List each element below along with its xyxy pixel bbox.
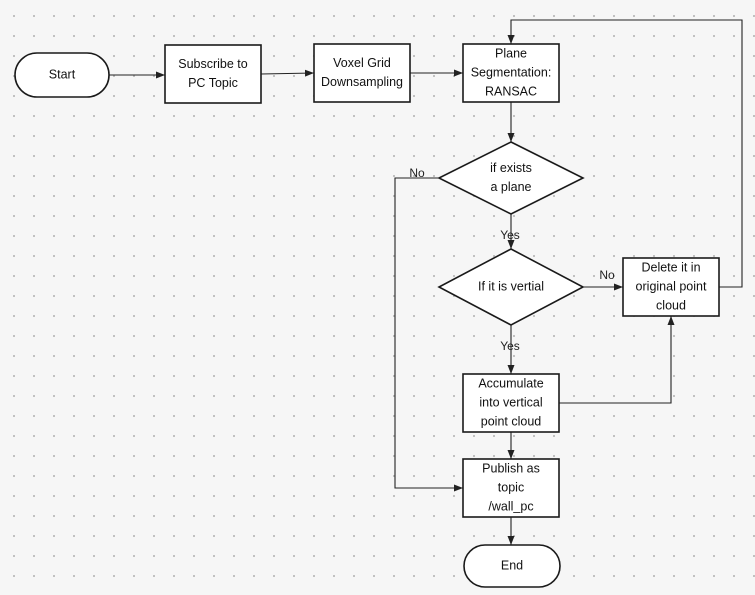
node-subscribe-label-line-2: PC Topic [188, 76, 238, 90]
edge-subscribe-to-voxel [260, 69, 315, 77]
node-plane-label-line-3: RANSAC [485, 84, 537, 98]
node-voxel-label-line-1: Voxel Grid [333, 56, 391, 70]
node-voxel-shape [313, 43, 411, 103]
node-start: Start [14, 52, 110, 98]
node-exists-shape [437, 141, 585, 215]
node-accumulate: Accumulate into vertical point cloud [462, 373, 560, 433]
node-exists-label-line-1: if exists [490, 161, 532, 175]
node-delete: Delete it in original point cloud [622, 257, 720, 317]
edge-layer [109, 19, 743, 545]
node-publish-shape [462, 458, 560, 518]
node-accumulate-label-line-3: point cloud [481, 414, 542, 428]
node-delete-shape [622, 257, 720, 317]
node-plane-label-line-2: Segmentation: [471, 65, 552, 79]
edge-label-exists-to-publish: No [409, 166, 425, 180]
node-end-label-line-1: End [501, 558, 523, 572]
node-subscribe-label-line-1: Subscribe to [178, 57, 248, 71]
edge-label-vertical-to-accumulate: Yes [500, 339, 520, 353]
node-subscribe: Subscribe to PC Topic [164, 44, 262, 104]
node-plane-shape [462, 43, 560, 103]
node-vertical-label-line-1: If it is vertial [478, 279, 544, 293]
node-layer: Start Subscribe to PC Topic Voxel GridDowns… [14, 43, 720, 588]
node-accumulate-label-line-1: Accumulate [478, 376, 543, 390]
node-end: End [463, 544, 561, 588]
node-delete-label-line-3: cloud [656, 298, 686, 312]
node-vertical-shape [437, 248, 585, 326]
node-accumulate-shape [462, 373, 560, 433]
node-publish-label-line-1: Publish as [482, 461, 540, 475]
node-exists-label-line-2: a plane [490, 180, 531, 194]
node-publish-label-line-2: topic [498, 480, 524, 494]
node-vertical: If it is vertial [437, 248, 585, 326]
edge-exists-to-publish [394, 177, 463, 492]
node-accumulate-label-line-2: into vertical [479, 395, 542, 409]
node-voxel-label-line-2: Downsampling [321, 75, 403, 89]
node-publish-label-line-3: /wall_pc [488, 499, 533, 513]
node-start-shape [14, 52, 110, 98]
edge-label-vertical-to-delete: No [599, 268, 615, 282]
node-delete-label-line-1: Delete it in [641, 260, 700, 274]
edge-label-exists-to-vertical: Yes [500, 228, 520, 242]
node-publish: Publish as topic/wall_pc [462, 458, 560, 518]
node-plane-label-line-1: Plane [495, 46, 527, 60]
node-end-shape [463, 544, 561, 588]
node-delete-label-line-2: original point [636, 279, 707, 293]
node-subscribe-shape [164, 44, 262, 104]
edge-accumulate-to-delete [559, 316, 675, 404]
edge-delete-to-plane [507, 19, 743, 288]
node-start-label-line-1: Start [49, 67, 76, 81]
node-exists: if exists a plane [437, 141, 585, 215]
